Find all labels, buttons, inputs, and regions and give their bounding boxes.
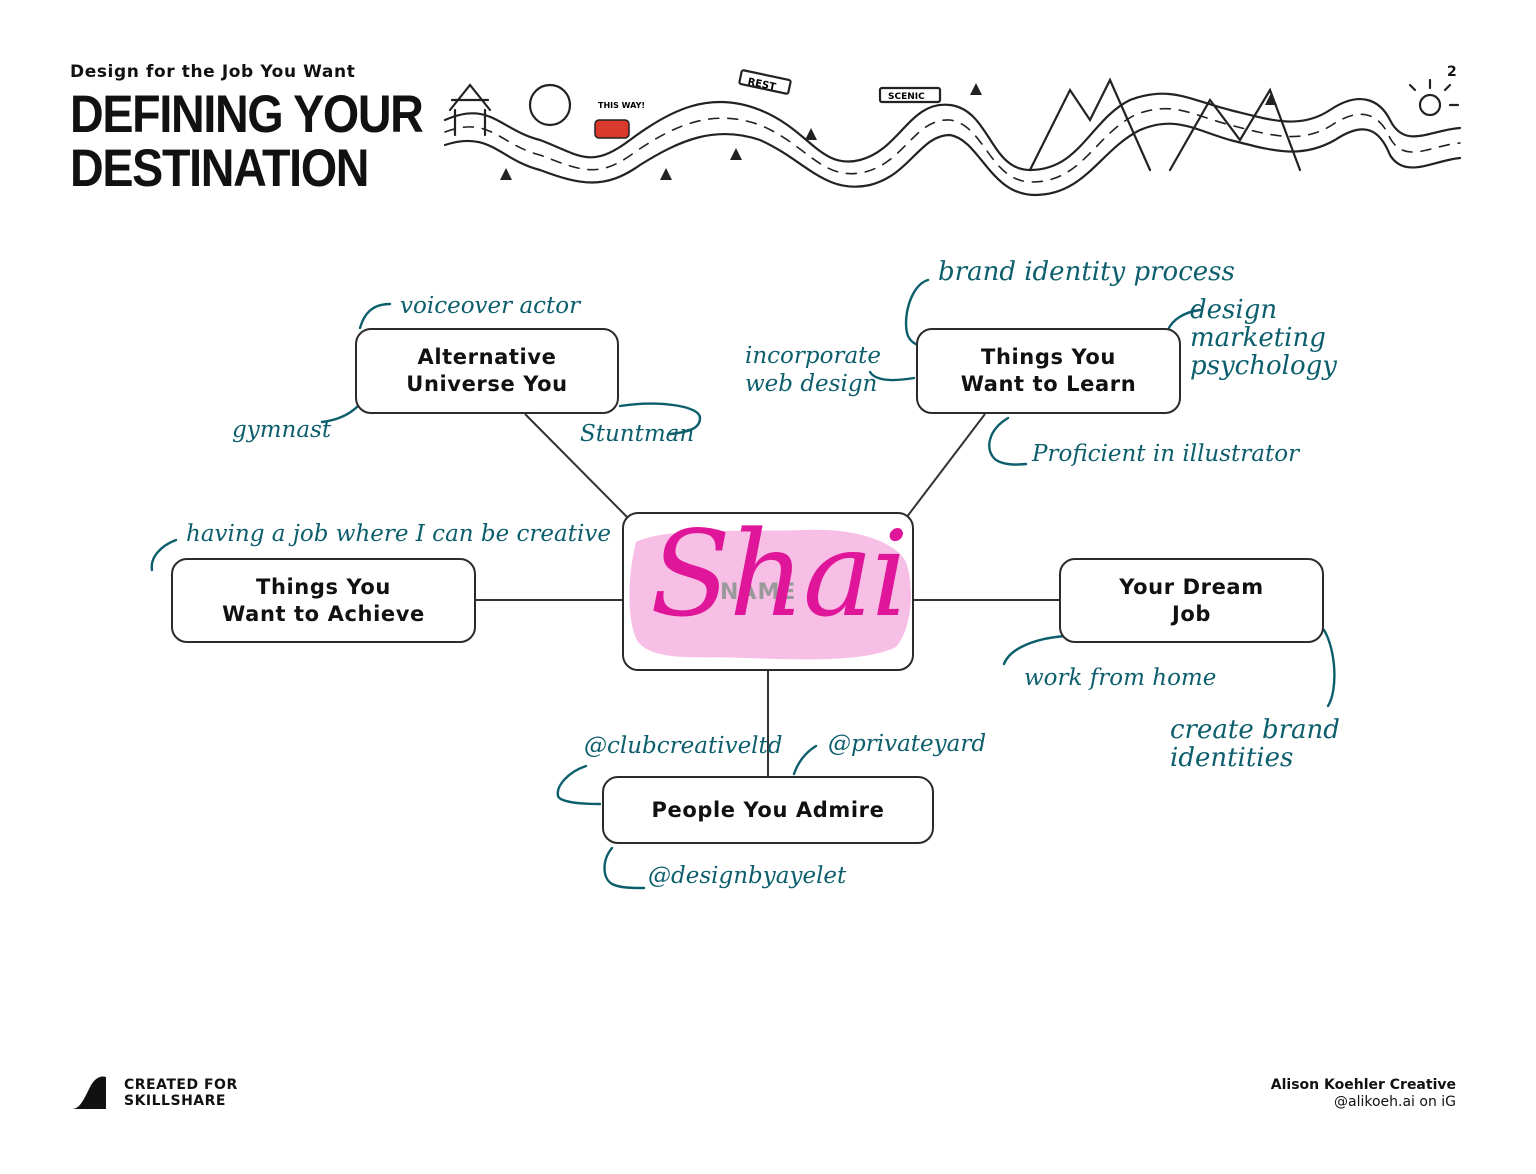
node-things-to-achieve: Things You Want to Achieve [171,558,476,643]
sun-icon [1418,93,1442,117]
created-for-skillshare: CREATED FOR SKILLSHARE [124,1077,238,1109]
author-handle: @alikoeh.ai on iG [1333,1094,1456,1110]
rest-sign-post [738,69,792,95]
tree-icon [805,128,817,140]
mountain-icon-2 [1168,87,1302,172]
note-proficient-illustrator: Proficient in illustrator [1032,441,1300,467]
skillshare-logo-icon [72,1076,106,1109]
tree-icon [660,168,672,180]
hook-stuntman [618,402,702,436]
road-edge-top [443,92,1462,172]
hook-privateyard [792,744,818,776]
tree-icon [970,83,982,95]
hook-clubcreative [556,764,602,806]
hook-gymnast [320,404,360,424]
note-work-from-home: work from home [1024,665,1217,691]
tree-icon [500,168,512,180]
note-stuntman: Stuntman [580,421,695,447]
page-subtitle: Design for the Job You Want [70,62,356,82]
node-alternative-universe: Alternative Universe You [355,328,619,414]
note-privateyard: @privateyard [828,731,987,757]
note-designbyayelet: @designbyayelet [648,863,847,889]
name-placeholder: NAME [720,580,797,605]
road-edge-bottom [443,122,1462,197]
scenic-sign-post [878,86,942,104]
sign-scenic: SCENIC [888,92,925,102]
tree-icon [730,148,742,160]
car-icon [594,119,630,139]
author-name: Alison Koehler Creative [1270,1077,1456,1093]
house-icon [448,83,492,137]
hook-design [1166,308,1202,332]
note-design-marketing-psychology: design marketing psychology [1190,295,1337,381]
node-dream-job: Your Dream Job [1059,558,1324,643]
lake-icon [528,83,572,127]
sun-rays [1408,78,1460,107]
note-voiceover-actor: voiceover actor [400,293,581,319]
hook-creative [150,538,178,572]
tree-icon [1265,93,1277,105]
connector-learn [902,413,986,523]
note-brand-identity-process: brand identity process [938,257,1235,287]
hook-designbyayelet [603,846,646,890]
handwritten-name: Shai [650,505,909,643]
page-title: DEFINING YOUR DESTINATION [70,85,424,198]
hook-brand-identities [1322,628,1336,708]
node-things-to-learn: Things You Want to Learn [916,328,1181,414]
road-illustration: THIS WAY! REST SCENIC [443,69,1462,197]
note-create-brand-identities: create brand identities [1170,715,1340,773]
hook-proficient [988,416,1028,466]
hook-incorporate [868,370,916,382]
note-creative-job: having a job where I can be creative [186,521,611,547]
connector-alternative [524,413,633,523]
note-gymnast: gymnast [232,417,332,443]
center-node-name [622,512,914,671]
road-center-line [444,107,1461,183]
page-number: 2 [1447,64,1457,80]
mountain-icon [1028,77,1152,172]
pink-highlight [629,529,911,660]
hook-work-home [1002,634,1068,666]
note-clubcreativeltd: @clubcreativeltd [584,733,783,759]
node-people-admire: People You Admire [602,776,934,844]
hook-voiceover [358,302,392,330]
note-incorporate-web-design: incorporate web design [745,343,882,397]
sign-this-way: THIS WAY! [598,101,645,110]
